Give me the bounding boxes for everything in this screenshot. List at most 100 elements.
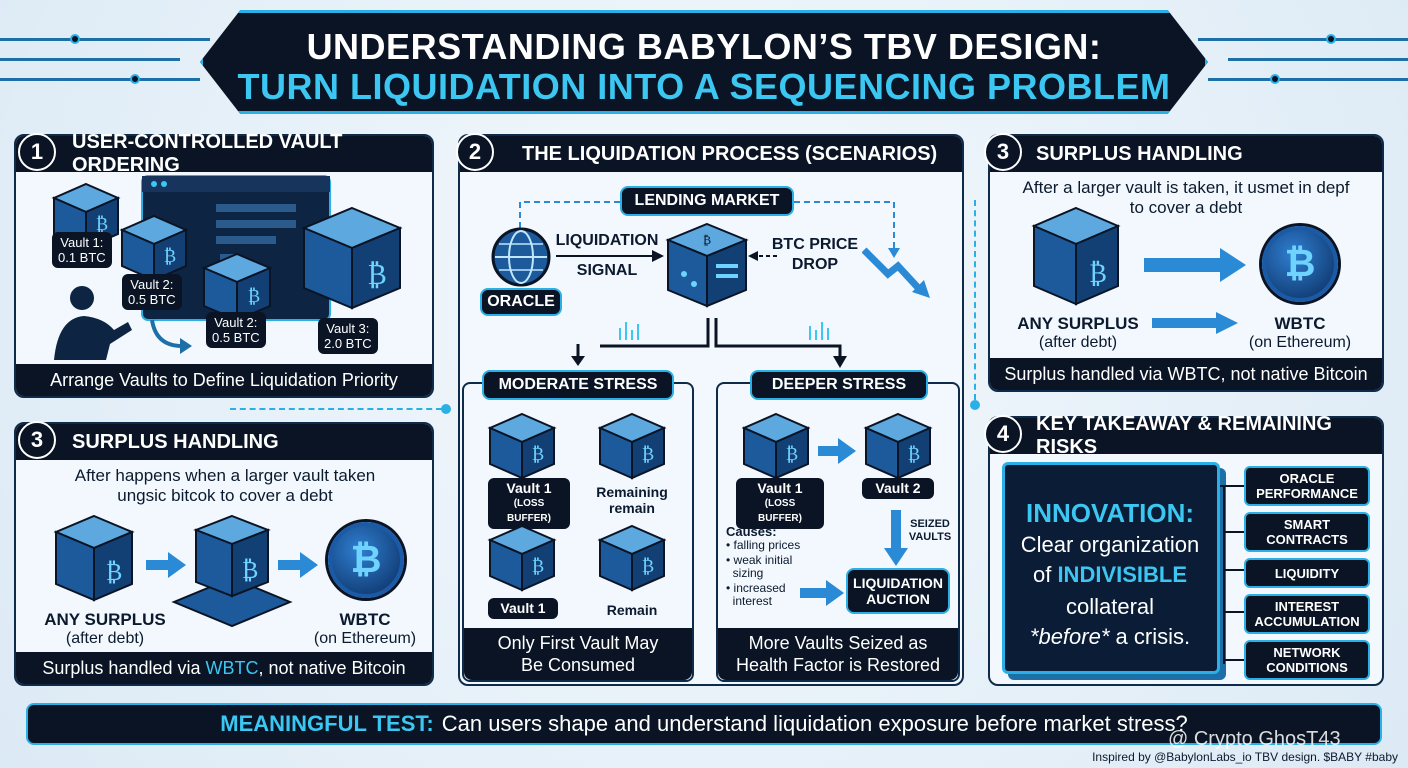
- lending-market-label: LENDING MARKET: [620, 186, 794, 216]
- oracle-label: ORACLE: [480, 288, 562, 316]
- panel-heading: THE LIQUIDATION PROCESS (SCENARIOS): [460, 136, 962, 172]
- bitcoin-cube-icon: ₿: [597, 524, 667, 592]
- svg-text:₿: ₿: [786, 444, 798, 465]
- before-emphasis: *before*: [1029, 624, 1110, 649]
- svg-text:₿: ₿: [367, 258, 386, 291]
- arrow-icon: [818, 438, 856, 464]
- panel-footer: Surplus handled via WBTC, not native Bit…: [16, 652, 432, 684]
- risk-liquidity: LIQUIDITY: [1244, 558, 1370, 588]
- lending-market-server-icon: ₿: [665, 222, 749, 308]
- globe-icon: [491, 227, 551, 287]
- footer-text-b: , not native Bitcoin: [258, 657, 406, 678]
- btc-price-label: BTC PRICE: [771, 236, 859, 253]
- surplus-desc-line-1: After happens when a larger vault taken: [74, 466, 376, 485]
- deeper-footer-line-2: Health Factor is Restored: [735, 655, 941, 675]
- after-debt-label: (after debt): [65, 630, 145, 647]
- price-drop-arrow-icon: [748, 251, 778, 261]
- innovation-line-2: of INDIVISIBLE: [1004, 562, 1216, 588]
- arrow-icon: [800, 580, 844, 606]
- panel-heading: KEY TAKEAWAY & REMAINING RISKS: [990, 413, 1382, 458]
- title-banner: UNDERSTANDING BABYLON’S TBV DESIGN: TURN…: [0, 0, 1408, 118]
- surplus-desc-line-2: ungsic bitcok to cover a debt: [117, 486, 333, 505]
- deeper-footer-line-1: More Vaults Seized as: [748, 633, 928, 653]
- innovation-heading: INNOVATION:: [1025, 498, 1195, 528]
- bitcoin-coin-icon: ₿: [1262, 226, 1338, 302]
- liquidation-auction-label: LIQUIDATION AUCTION: [846, 568, 950, 614]
- svg-text:₿: ₿: [96, 214, 108, 235]
- bitcoin-cube-icon: ₿: [487, 412, 557, 480]
- title-line-1: UNDERSTANDING BABYLON’S TBV DESIGN:: [306, 26, 1102, 67]
- liquidation-signal-label-2: SIGNAL: [576, 262, 638, 279]
- any-surplus-label: ANY SURPLUS: [44, 610, 166, 629]
- title-line-2: TURN LIQUIDATION INTO A SEQUENCING PROBL…: [237, 66, 1171, 107]
- innovation-line-4: *before* a crisis.: [1004, 624, 1216, 650]
- arrow-icon: [1152, 312, 1238, 334]
- watermark-text: @ Crypto GhosT43: [1168, 728, 1341, 750]
- deeper-footer: More Vaults Seized as Health Factor is R…: [718, 628, 958, 680]
- vault-2-tag: Vault 2: 0.5 BTC: [206, 312, 266, 348]
- arrow-icon: [146, 552, 186, 578]
- cause-item: • increased interest: [726, 581, 786, 608]
- remaining-label: Remaining remain: [596, 484, 668, 516]
- surplus-desc-line-2: to cover a debt: [1129, 198, 1243, 217]
- loss-buffer-label: (LOSS BUFFER): [507, 498, 551, 524]
- connector-dot: [441, 404, 451, 414]
- bitcoin-cube-large-icon: ₿: [301, 206, 403, 310]
- meaningful-test-bar: MEANINGFUL TEST: Can users shape and und…: [26, 703, 1382, 745]
- seized-vaults-label: SEIZED VAULTS: [908, 518, 952, 543]
- liquidation-signal-label-1: LIQUIDATION: [555, 232, 659, 249]
- risk-oracle-performance: ORACLE PERFORMANCE: [1244, 466, 1370, 506]
- arrow-icon: [1144, 248, 1246, 282]
- step-number-badge: 2: [456, 133, 494, 171]
- dashed-flow-lines: [519, 201, 900, 258]
- svg-text:₿: ₿: [642, 556, 654, 577]
- remain-label: Remain: [606, 602, 658, 618]
- bitcoin-cube-icon: ₿: [741, 412, 811, 480]
- innovation-line-4-b: a crisis.: [1109, 624, 1191, 649]
- vault-1-loss-buffer-tag: Vault 1 (LOSS BUFFER): [736, 478, 824, 529]
- panel-footer: Arrange Vaults to Define Liquidation Pri…: [16, 364, 432, 396]
- svg-text:₿: ₿: [1089, 259, 1107, 289]
- person-icon: [54, 286, 132, 360]
- deeper-stress-label: DEEPER STRESS: [750, 370, 928, 400]
- on-ethereum-label: (on Ethereum): [1248, 334, 1352, 351]
- panel-heading: USER-CONTROLLED VAULT ORDERING: [16, 131, 432, 176]
- svg-text:₿: ₿: [242, 556, 259, 584]
- vault-1-tag: Vault 1: [488, 598, 558, 619]
- credit-line: Inspired by @BabylonLabs_io TBV design. …: [1092, 750, 1398, 764]
- svg-text:₿: ₿: [908, 444, 920, 465]
- vault-2-tag: Vault 2: 0.5 BTC: [122, 274, 182, 310]
- connector-line: [230, 408, 442, 410]
- bitcoin-cube-icon: ₿: [1031, 206, 1121, 306]
- innovation-line-1: Clear organization: [1020, 532, 1200, 557]
- vault-1-tag: Vault 1: 0.1 BTC: [52, 232, 112, 268]
- step-number-badge: 3: [984, 133, 1022, 171]
- wbtc-label: WBTC: [339, 610, 391, 629]
- svg-text:₿: ₿: [703, 233, 711, 247]
- moderate-footer-line-2: Be Consumed: [520, 655, 636, 675]
- innovation-line-3: collateral: [1065, 594, 1155, 619]
- bitcoin-cube-icon: ₿: [487, 524, 557, 592]
- indivisible-highlight: INDIVISIBLE: [1057, 562, 1188, 587]
- footer-text-a: Surplus handled via: [42, 657, 206, 678]
- zigzag-drop-icon: [862, 247, 930, 298]
- footer-wbtc-highlight: WBTC: [205, 657, 259, 678]
- moderate-footer: Only First Vault May Be Consumed: [464, 628, 692, 680]
- panel-footer: Surplus handled via WBTC, not native Bit…: [990, 358, 1382, 390]
- bitcoin-cube-icon: ₿: [863, 412, 933, 480]
- bitcoin-cube-icon: ₿: [53, 514, 135, 602]
- title-plate: [200, 10, 1208, 114]
- arrow-down-icon: [571, 344, 585, 366]
- vault-3-tag: Vault 3: 2.0 BTC: [318, 318, 378, 354]
- svg-text:₿: ₿: [164, 246, 176, 267]
- meaningful-test-question: Can users shape and understand liquidati…: [441, 711, 1188, 736]
- risk-interest-accumulation: INTEREST ACCUMULATION: [1244, 594, 1370, 634]
- drop-label: DROP: [791, 256, 839, 273]
- svg-text:₿: ₿: [248, 286, 260, 307]
- panel-surplus-right: SURPLUS HANDLING Surplus handled via WBT…: [988, 134, 1384, 392]
- after-debt-label: (after debt): [1038, 334, 1118, 351]
- svg-text:₿: ₿: [642, 444, 654, 465]
- vault-1-loss-buffer-tag: Vault 1 (LOSS BUFFER): [488, 478, 570, 529]
- arrow-down-icon: [884, 510, 908, 566]
- loss-buffer-label: (LOSS BUFFER): [758, 498, 802, 524]
